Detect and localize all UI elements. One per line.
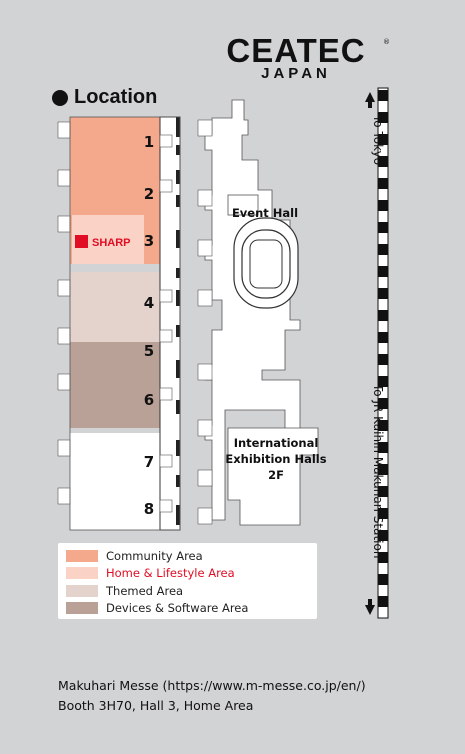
legend-item: Themed Area [58,582,317,600]
rail-segment [378,552,388,563]
legend-swatch [66,584,98,597]
rail-segment [378,442,388,453]
legend-swatch [66,549,98,562]
hall-number-8: 8 [144,500,154,518]
rail-segment [378,90,388,101]
location-heading: Location [52,86,157,109]
rail-segment [378,530,388,541]
zone-devices-software [70,342,160,428]
central-building [204,99,301,521]
bullet-icon [52,89,68,106]
railway-line [377,87,389,619]
rail-segment [378,332,388,343]
legend-item: Community Area [58,547,317,565]
hall-number-2: 2 [144,185,154,203]
zone-themed [70,272,160,344]
legend-swatch [66,567,98,580]
event-hall-label: Event Hall [232,206,298,220]
hall-number-7: 7 [144,453,154,471]
sharp-booth-marker: SHARP [75,235,131,249]
international-label-line: Exhibition Halls [225,452,326,466]
rail-segment [378,376,388,387]
rail-segment [378,156,388,167]
rail-segment [378,112,388,123]
registered-mark: ® [383,38,390,46]
international-halls-building [227,427,319,526]
booth-info: Booth 3H70, Hall 3, Home Area [58,698,254,713]
hall-number-6: 6 [144,391,154,409]
legend-label: Themed Area [106,583,184,598]
building-gap [62,428,182,433]
rail-segment [378,266,388,277]
rail-segment [378,134,388,145]
rail-segment [378,508,388,519]
rail-segment [378,178,388,189]
exhibition-building [57,116,182,531]
sharp-square-icon [75,235,88,248]
hall-number-4: 4 [144,294,154,312]
rail-segment [378,310,388,321]
sharp-logo-text: SHARP [92,237,131,249]
direction-to-station: To JR Kaihin Makuhari Station [371,383,385,558]
location-title: Location [74,86,158,108]
rail-segment [378,244,388,255]
hall-number-3: 3 [144,232,154,250]
rail-segment [378,420,388,431]
rail-segment [378,486,388,497]
hall-number-5: 5 [144,342,154,360]
legend-item: Home & Lifestyle Area [58,565,317,583]
legend-swatch [66,602,98,615]
rail-segment [378,288,388,299]
building-gap [62,264,182,272]
hall-number-1: 1 [144,133,154,151]
rail-segment [378,354,388,365]
arrow-up-icon [365,92,375,108]
rail-segment [378,464,388,475]
rail-segment [378,574,388,585]
rail-segment [378,222,388,233]
international-label-line: International [234,436,319,450]
legend-label: Devices & Software Area [106,601,249,616]
ceatec-logo-sub: JAPAN [261,65,331,82]
legend-item: Devices & Software Area [58,600,317,618]
ceatec-logo: CEATEC [226,32,366,69]
direction-to-tokyo: To Tokyo [371,114,385,165]
event-hall [233,217,299,309]
venue-info: Makuhari Messe (https://www.m-messe.co.j… [58,676,366,716]
legend-label: Community Area [106,548,203,563]
rail-segment [378,200,388,211]
venue-address: Makuhari Messe (https://www.m-messe.co.j… [58,678,366,693]
arrow-down-icon [365,599,375,615]
legend-label: Home & Lifestyle Area [106,566,235,581]
rail-segment [378,398,388,409]
international-label-line: 2F [268,468,284,482]
rail-segment [378,596,388,607]
